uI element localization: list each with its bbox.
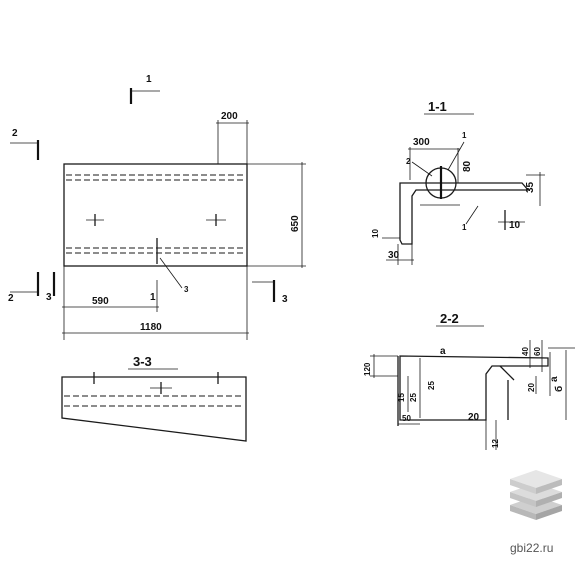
dim-1180-label: 1180 xyxy=(140,322,162,333)
dim-15-label: 15 xyxy=(397,393,406,402)
cut-3-left-label: 3 xyxy=(46,292,52,303)
dim-40-label: 40 xyxy=(521,347,530,356)
dim-a-label: a xyxy=(549,376,560,382)
watermark-text: gbi22.ru xyxy=(510,541,553,555)
plan-leader-1-label: 1 xyxy=(150,292,156,303)
section-2-2: 2-2 a 120 40 60 20 a б 15 25 25 50 20 xyxy=(363,311,575,450)
dim-35-label: 35 xyxy=(525,181,536,193)
section-3-3-title: 3-3 xyxy=(133,354,152,369)
section-2-2-rib xyxy=(499,365,515,381)
section-1-1-leader-1-bottom xyxy=(465,205,479,225)
dim-80-label: 80 xyxy=(462,160,473,172)
watermark: gbi22.ru xyxy=(510,470,562,555)
stacked-slabs-icon xyxy=(510,470,562,520)
section-2-2-title: 2-2 xyxy=(440,311,459,326)
section-2-2-top-a: a xyxy=(440,346,446,357)
dim-b-label: б xyxy=(553,386,565,392)
section-1-1-leader-2 xyxy=(411,161,433,177)
dim-30-label: 30 xyxy=(388,250,400,261)
cut-1-label: 1 xyxy=(146,74,152,85)
section-1-1-mark-1-bottom: 1 xyxy=(462,223,467,232)
dim-120-label: 120 xyxy=(363,362,372,376)
dim-60-label: 60 xyxy=(533,347,542,356)
section-3-3-outline xyxy=(61,376,247,442)
dim-12-label: 12 xyxy=(491,439,500,448)
cut-3-right-label: 3 xyxy=(282,294,288,305)
section-3-3: 3-3 xyxy=(61,354,247,442)
dim-10-left-label: 10 xyxy=(371,229,380,238)
plan-leader-3 xyxy=(159,257,183,289)
section-1-1-profile xyxy=(399,182,530,245)
dim-10-right-label: 10 xyxy=(509,220,521,231)
dim-650-label: 650 xyxy=(290,215,301,232)
section-1-1-leader-1-top xyxy=(447,141,465,171)
plan-leader-3-label: 3 xyxy=(184,285,189,294)
cut-2-lower-label: 2 xyxy=(8,293,14,304)
section-1-1-mark-2: 2 xyxy=(406,157,411,166)
dim-200-label: 200 xyxy=(221,111,238,122)
dim-590-label: 590 xyxy=(92,296,109,307)
dim-50-label: 50 xyxy=(402,414,411,423)
plan-outline xyxy=(63,163,248,267)
dim-20b-label: 20 xyxy=(468,412,480,423)
dim-300-label: 300 xyxy=(413,137,430,148)
section-1-1-title: 1-1 xyxy=(428,99,447,114)
section-1-1: 1-1 300 2 1 1 80 35 10 10 3 xyxy=(371,99,545,265)
plan-view: 1 2 2 3 3 200 650 590 1 3 xyxy=(8,74,306,340)
dim-25-label: 25 xyxy=(409,393,418,402)
dim-20-label: 20 xyxy=(527,383,536,392)
section-2-2-outline-fill xyxy=(399,355,549,421)
section-1-1-mark-1-top: 1 xyxy=(462,131,467,140)
cut-2-upper-label: 2 xyxy=(12,128,18,139)
dim-25b-label: 25 xyxy=(427,381,436,390)
